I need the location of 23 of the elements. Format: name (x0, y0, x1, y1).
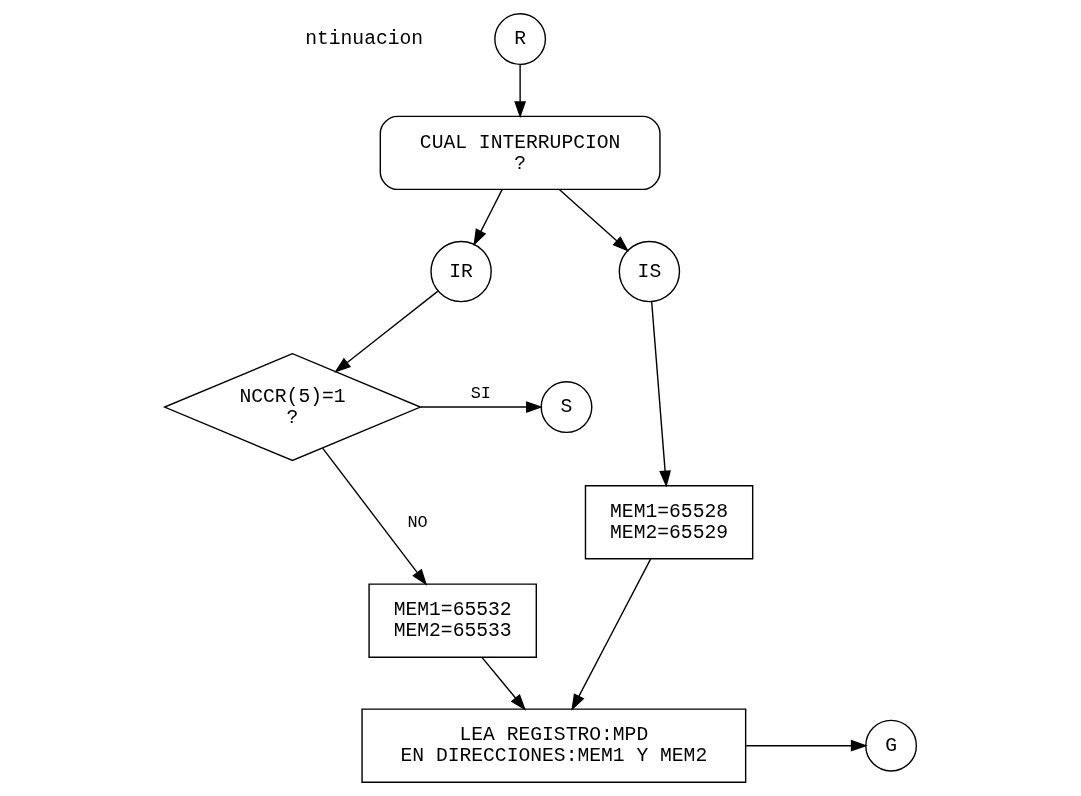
arrow (745, 739, 868, 752)
edge-label: SI (470, 384, 491, 404)
arrow (571, 558, 652, 711)
node-box: LEA REGISTRO:MPD EN DIRECCIONES:MEM1 Y MEM2 (361, 708, 747, 783)
node-box: MEM1=65528 MEM2=65529 (584, 485, 754, 560)
arrow (558, 188, 629, 252)
label: ntinuacion (305, 28, 424, 51)
node-box: MEM1=65532 MEM2=65533 (368, 583, 537, 658)
node-circle: R (494, 13, 547, 66)
node-circle: IR (430, 240, 492, 303)
node-circle: G (865, 719, 918, 772)
arrow (419, 401, 543, 413)
arrow (514, 63, 527, 119)
node-circle: IS (618, 240, 681, 303)
node-circle: S (540, 381, 593, 434)
arrow (321, 447, 428, 586)
arrow (334, 290, 439, 373)
edge-label: NO (407, 512, 428, 532)
node-diamond: NCCR(5)=1 ? (162, 352, 423, 462)
arrow (651, 301, 671, 488)
arrow (481, 656, 526, 711)
node-box: CUAL INTERRUPCION ? (379, 115, 661, 191)
arrow (473, 188, 503, 247)
